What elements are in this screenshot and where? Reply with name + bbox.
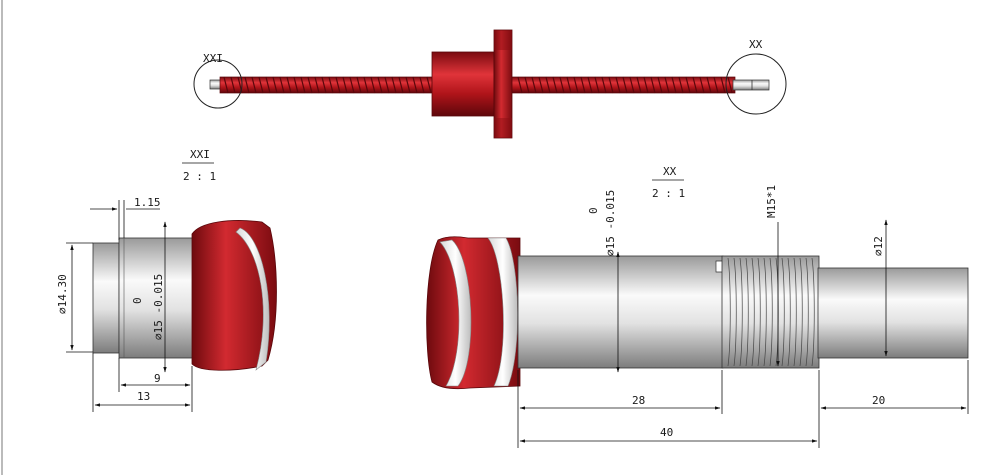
detail-label-xxi: XXI bbox=[203, 52, 223, 65]
detail-circle-xx bbox=[725, 53, 787, 115]
xx-dim-length-20: 20 bbox=[872, 394, 885, 407]
xx-thread-end bbox=[426, 236, 521, 390]
detail-circle-xxi bbox=[193, 59, 243, 109]
right-end-shaft bbox=[732, 79, 770, 91]
xxi-tol-upper: 0 bbox=[131, 297, 144, 304]
xx-dim-length-40: 40 bbox=[660, 426, 673, 439]
xxi-end-step bbox=[92, 242, 120, 354]
detail-view-xx: XX 2 : 1 0 ⌀15 -0.015 M15*1 ⌀12 28 20 40 bbox=[426, 165, 969, 448]
detail-xxi-scale: 2 : 1 bbox=[183, 170, 216, 183]
xx-dim-length-28: 28 bbox=[632, 394, 645, 407]
detail-view-xxi: XXI 2 : 1 1.15 ⌀14.30 0 ⌀15 -0.015 9 13 bbox=[56, 148, 277, 412]
xxi-dim-length-13: 13 bbox=[137, 390, 150, 403]
xxi-dim-diameter-14: ⌀14.30 bbox=[56, 274, 69, 314]
detail-xx-scale: 2 : 1 bbox=[652, 187, 685, 200]
xx-tol-main: ⌀15 -0.015 bbox=[604, 190, 617, 256]
detail-xx-title: XX bbox=[663, 165, 677, 178]
xxi-journal bbox=[118, 237, 194, 359]
xx-end-d12 bbox=[817, 267, 969, 359]
xx-dim-diameter-12: ⌀12 bbox=[872, 236, 885, 256]
xx-journal-d15 bbox=[517, 255, 724, 369]
xx-thread-m15 bbox=[721, 255, 820, 369]
detail-label-xx: XX bbox=[749, 38, 763, 51]
xx-tol-upper: 0 bbox=[587, 207, 600, 214]
ball-nut-body bbox=[431, 51, 495, 117]
main-view: XXI XX bbox=[193, 29, 787, 139]
screw-rod-threads bbox=[223, 76, 733, 94]
ball-nut-flange bbox=[493, 29, 513, 139]
detail-xxi-title: XXI bbox=[190, 148, 210, 161]
xxi-dim-chamfer: 1.15 bbox=[134, 196, 161, 209]
xxi-tol-main: ⌀15 -0.015 bbox=[152, 274, 165, 340]
xx-thread-label: M15*1 bbox=[765, 185, 778, 218]
xxi-dim-length-9: 9 bbox=[154, 372, 161, 385]
